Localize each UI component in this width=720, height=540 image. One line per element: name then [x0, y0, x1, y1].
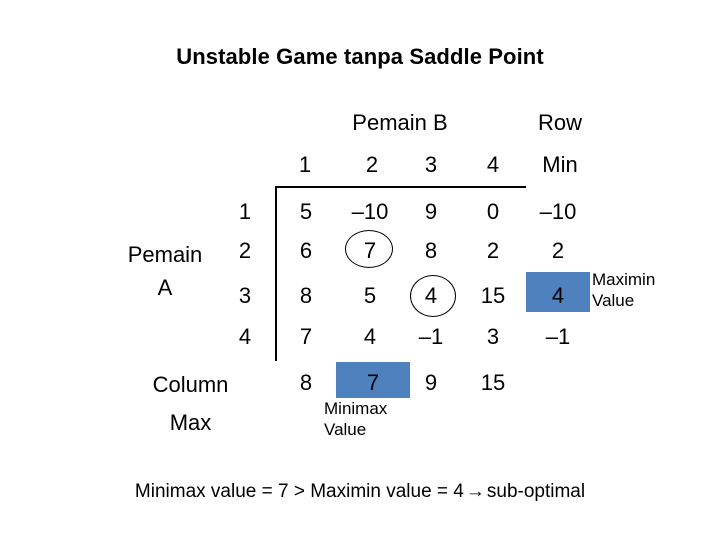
column-header-4: 4 — [486, 152, 500, 177]
cell-r1c3: 9 — [424, 199, 438, 224]
matrix-top-rule — [275, 186, 526, 188]
minimax-highlight — [336, 362, 410, 398]
row-header-2: 2 — [238, 238, 252, 263]
cell-r3c4: 15 — [480, 283, 506, 308]
row-header-4: 4 — [238, 324, 252, 349]
maximin-annotation: Maximin Value — [592, 269, 655, 311]
row-min-header-line-2: Min — [542, 152, 578, 177]
minimax-annotation-line-2: Value — [324, 420, 367, 439]
cell-r4c1: 7 — [299, 324, 313, 349]
row-min-r1: –10 — [539, 199, 577, 224]
row-group-header-line-2: A — [157, 275, 173, 300]
row-header-1: 1 — [238, 199, 252, 224]
column-max-c2-minimax: 7 — [366, 370, 380, 395]
cell-r1c2: –10 — [351, 199, 389, 224]
cell-r3c1: 8 — [299, 283, 313, 308]
circle-marker-r3c3 — [410, 275, 456, 317]
cell-r4c4: 3 — [486, 324, 500, 349]
conclusion-text: Minimax value = 7 > Maximin value = 4→su… — [0, 481, 720, 503]
column-max-label-line-1: Column — [152, 372, 229, 397]
column-max-label: Column Max — [118, 366, 263, 442]
cell-r3c2: 5 — [363, 283, 377, 308]
cell-r2c1: 6 — [299, 238, 313, 263]
cell-r3c3: 4 — [424, 283, 438, 308]
cell-r1c4: 0 — [486, 199, 500, 224]
column-header-3: 3 — [424, 152, 438, 177]
matrix-left-rule — [275, 186, 277, 361]
cell-r2c3: 8 — [424, 238, 438, 263]
cell-r2c4: 2 — [486, 238, 500, 263]
row-group-header: Pemain A — [100, 238, 230, 304]
right-arrow-icon: → — [465, 481, 485, 502]
row-min-r3-maximin: 4 — [551, 283, 565, 308]
column-header-2: 2 — [365, 152, 379, 177]
column-header-1: 1 — [298, 152, 312, 177]
maximin-highlight — [526, 272, 590, 312]
row-min-header-line-1: Row — [537, 110, 582, 135]
minimax-annotation: Minimax Value — [324, 398, 387, 440]
page-title: Unstable Game tanpa Saddle Point — [176, 44, 544, 69]
conclusion-result: sub-optimal — [486, 481, 586, 502]
maximin-annotation-line-2: Value — [592, 291, 635, 310]
column-max-label-line-2: Max — [169, 410, 212, 435]
column-max-c3: 9 — [424, 370, 438, 395]
circle-marker-r2c2 — [345, 230, 393, 268]
cell-r1c1: 5 — [299, 199, 313, 224]
maximin-annotation-line-1: Maximin — [592, 270, 656, 289]
conclusion-comparison: Minimax value = 7 > Maximin value = 4 — [134, 481, 464, 502]
row-min-r2: 2 — [551, 238, 565, 263]
row-group-header-line-1: Pemain — [127, 242, 203, 267]
row-min-r4: –1 — [545, 324, 571, 349]
cell-r4c2: 4 — [363, 324, 377, 349]
cell-r2c2: 7 — [363, 238, 377, 263]
minimax-annotation-line-1: Minimax — [324, 399, 388, 418]
column-group-header: Pemain B — [352, 110, 448, 135]
column-max-c4: 15 — [480, 370, 506, 395]
column-max-c1: 8 — [299, 370, 313, 395]
cell-r4c3: –1 — [418, 324, 444, 349]
row-header-3: 3 — [238, 283, 252, 308]
